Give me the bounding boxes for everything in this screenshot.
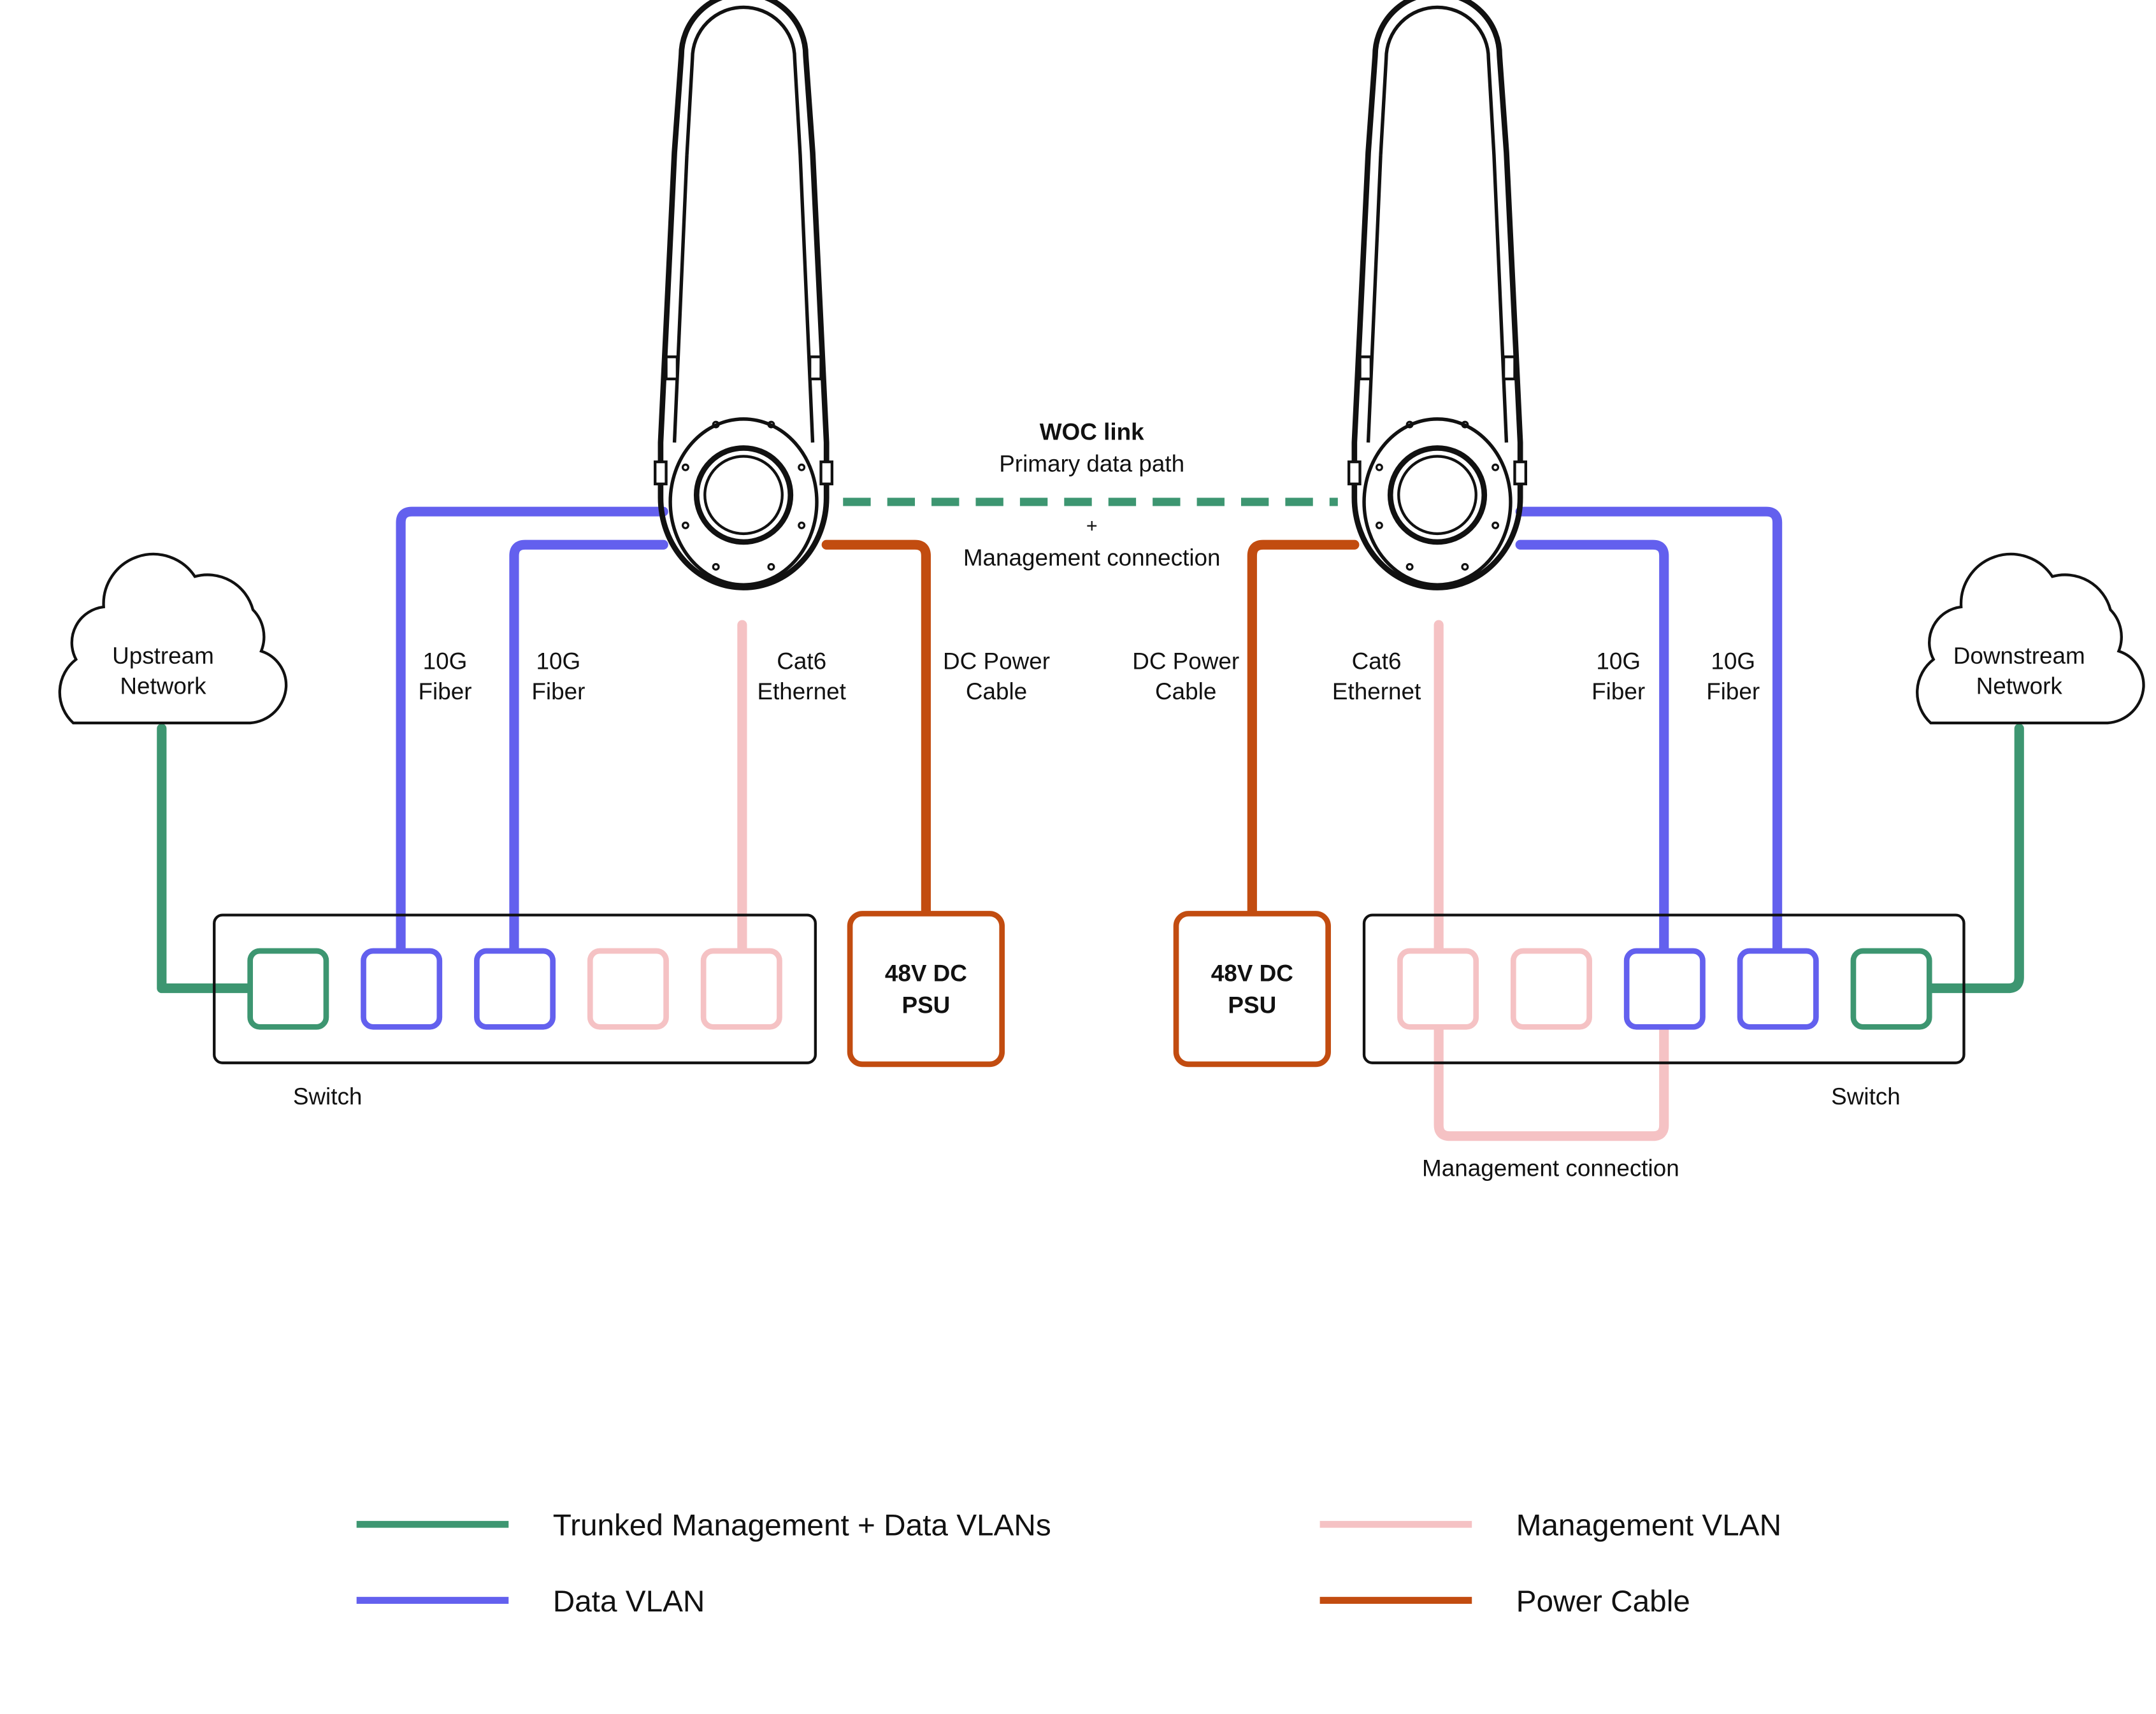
management-loop-line [1434, 1022, 1669, 1141]
right-fiber-1-label-2: Fiber [1592, 678, 1645, 704]
upstream-cloud-label-2: Network [120, 673, 206, 699]
right-psu [1173, 911, 1331, 1068]
right-fiber-line-2 [1515, 539, 1669, 956]
left-fiber-1-label-2: Fiber [419, 678, 472, 704]
legend-power-label: Power Cable [1516, 1585, 1690, 1618]
right-port-1 [1397, 948, 1479, 1030]
right-switch-label: Switch [1831, 1083, 1901, 1110]
left-fiber-line-1 [396, 506, 668, 956]
woc-management-label: Management connection [963, 545, 1221, 571]
left-port-2 [361, 948, 443, 1030]
downstream-cloud-label-1: Downstream [1953, 643, 2085, 669]
left-power-label-2: Cable [966, 678, 1027, 704]
left-psu-label-2: PSU [902, 992, 950, 1018]
left-fiber-2-label-2: Fiber [531, 678, 585, 704]
left-fiber-line-2 [509, 539, 668, 956]
right-fiber-1-label-1: 10G [1596, 648, 1641, 674]
woc-device-left [655, 0, 832, 587]
woc-link-subtitle: Primary data path [999, 450, 1184, 476]
downstream-trunk-line [1924, 724, 2024, 994]
right-fiber-2-label-1: 10G [1711, 648, 1755, 674]
right-psu-label-1: 48V DC [1211, 961, 1293, 987]
legend-trunk-label: Trunked Management + Data VLANs [553, 1509, 1051, 1543]
right-port-3 [1623, 948, 1706, 1030]
right-ethernet-label-2: Ethernet [1332, 678, 1421, 704]
right-port-4 [1737, 948, 1819, 1030]
left-power-line [821, 539, 931, 919]
right-power-line [1247, 539, 1360, 919]
left-switch-label: Switch [293, 1083, 363, 1110]
left-switch [213, 913, 817, 1064]
left-port-1 [247, 948, 329, 1030]
woc-link-title: WOC link [1040, 418, 1144, 445]
legend-data-label: Data VLAN [553, 1585, 705, 1618]
upstream-cloud-label-1: Upstream [112, 643, 214, 669]
left-power-label-1: DC Power [943, 648, 1050, 674]
right-port-2 [1510, 948, 1592, 1030]
right-switch [1362, 913, 1966, 1064]
left-port-5 [700, 948, 782, 1030]
left-fiber-2-label-1: 10G [536, 648, 581, 674]
downstream-cloud-label-2: Network [1976, 673, 2063, 699]
right-power-label-2: Cable [1155, 678, 1216, 704]
legend: Trunked Management + Data VLANs Data VLA… [356, 1509, 1781, 1618]
right-power-label-1: DC Power [1132, 648, 1239, 674]
right-fiber-2-label-2: Fiber [1706, 678, 1760, 704]
left-psu [847, 911, 1005, 1068]
right-port-5 [1850, 948, 1932, 1030]
legend-management-label: Management VLAN [1516, 1509, 1781, 1543]
upstream-trunk-line [157, 724, 255, 994]
right-ethernet-label-1: Cat6 [1352, 648, 1402, 674]
left-port-3 [474, 948, 556, 1030]
woc-link-plus: + [1086, 516, 1098, 537]
right-fiber-line-1 [1515, 506, 1783, 956]
left-port-4 [587, 948, 669, 1030]
woc-device-right [1349, 0, 1526, 587]
left-ethernet-label-1: Cat6 [777, 648, 826, 674]
management-loop-label: Management connection [1422, 1155, 1679, 1182]
left-fiber-1-label-1: 10G [423, 648, 468, 674]
left-ethernet-label-2: Ethernet [757, 678, 845, 704]
left-psu-label-1: 48V DC [885, 961, 967, 987]
right-psu-label-2: PSU [1228, 992, 1276, 1018]
